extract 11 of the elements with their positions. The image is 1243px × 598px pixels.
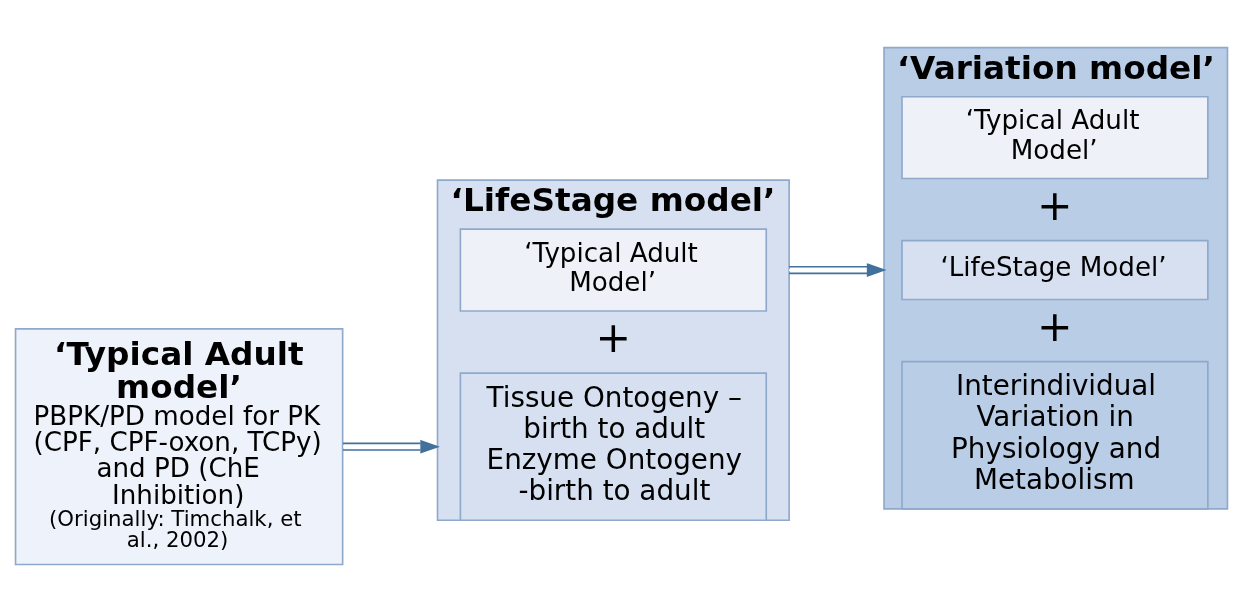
node-box: Tissue Ontogeny – birth to adult Enzyme Ontogeny -birth to adult — [459, 371, 768, 521]
node-box: Interindividual Variation in Physiology and Metabolism — [901, 360, 1209, 510]
node-box: ‘Typical Adult model’ PBPK/PD model for PK (CPF, CPF-oxon, TCPy) and PD (ChE Inhibition) (Originally: Timchalk, et al., 2002) — [14, 327, 344, 565]
node-box: ‘LifeStage Model’ — [901, 239, 1209, 300]
label: + — [1037, 180, 1073, 230]
node-box: ‘Typical Adult Model’ — [459, 227, 768, 312]
node-box: ‘Typical Adult Model’ — [901, 95, 1209, 179]
arrow — [788, 262, 887, 277]
label: + — [1037, 301, 1073, 351]
label: + — [595, 312, 632, 362]
arrow — [342, 439, 440, 454]
